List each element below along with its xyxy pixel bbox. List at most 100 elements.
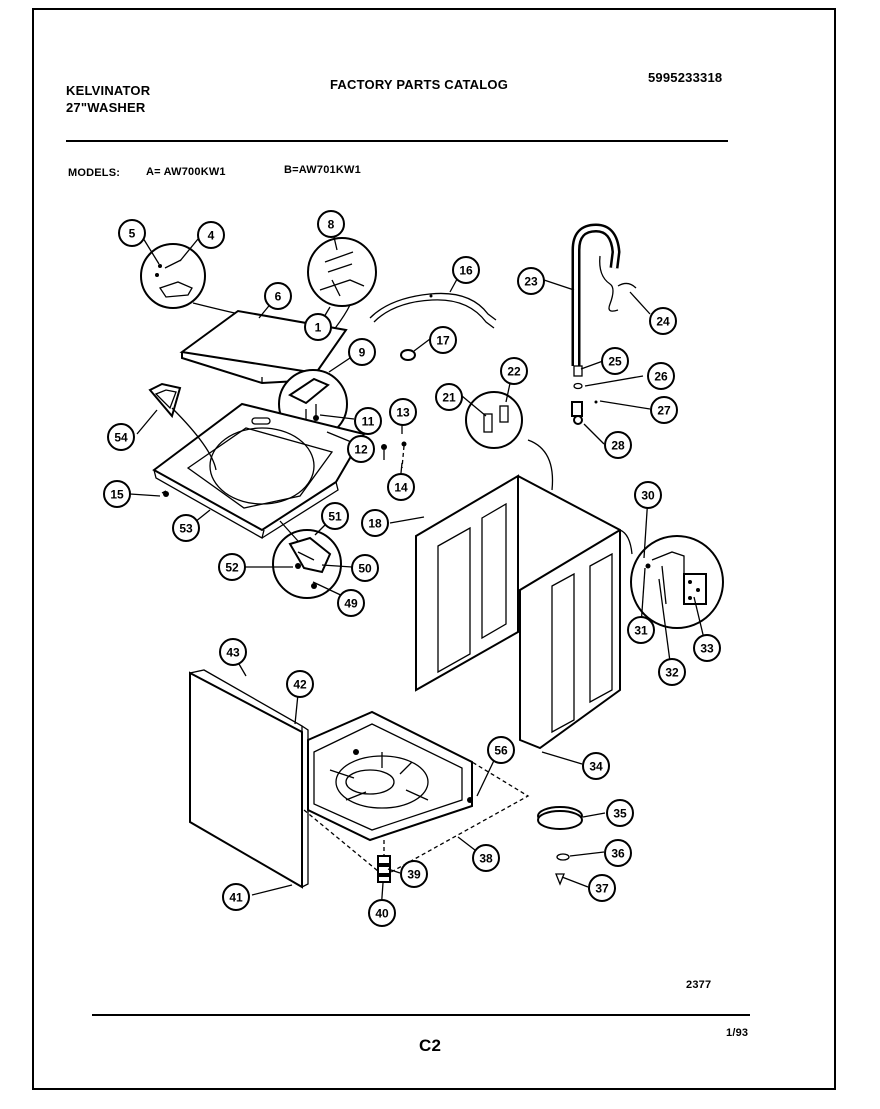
callout-label: 4 (208, 229, 215, 243)
base-frame (307, 710, 473, 842)
revision-date: 1/93 (726, 1027, 749, 1039)
callout-1: 1 (304, 313, 332, 341)
callout-label: 22 (507, 365, 521, 379)
callout-label: 51 (328, 510, 342, 524)
footer-rule (92, 1014, 750, 1016)
callout-label: 8 (328, 218, 335, 232)
callout-label: 34 (589, 760, 603, 774)
callout-41: 41 (222, 883, 250, 911)
callout-39: 39 (400, 860, 428, 888)
callout-label: 5 (129, 227, 136, 241)
callout-54: 54 (107, 423, 135, 451)
callout-35: 35 (606, 799, 634, 827)
callout-label: 33 (700, 642, 714, 656)
callout-label: 38 (479, 852, 493, 866)
drain-hose-23 (571, 223, 621, 366)
callout-label: 6 (275, 290, 282, 304)
callout-9: 9 (348, 338, 376, 366)
callout-40: 40 (368, 899, 396, 927)
callout-38: 38 (472, 844, 500, 872)
ring-35 (537, 806, 583, 830)
callout-37: 37 (588, 874, 616, 902)
washer-26 (573, 382, 583, 390)
callout-label: 27 (657, 404, 671, 418)
bracket-detail-circle (272, 529, 342, 599)
callout-label: 49 (344, 597, 358, 611)
callout-50: 50 (351, 554, 379, 582)
callout-36: 36 (604, 839, 632, 867)
washer-36 (556, 853, 570, 861)
callout-6: 6 (264, 282, 292, 310)
callout-label: 41 (229, 891, 243, 905)
callout-52: 52 (218, 553, 246, 581)
callout-label: 35 (613, 807, 627, 821)
cabinet-top (152, 402, 366, 539)
callout-16: 16 (452, 256, 480, 284)
motor-detail-circle (630, 535, 724, 629)
callout-label: 36 (611, 847, 625, 861)
product-name: 27"WASHER (66, 100, 146, 115)
callout-33: 33 (693, 634, 721, 662)
callout-22: 22 (500, 357, 528, 385)
callout-label: 1 (315, 321, 322, 335)
callout-label: 24 (656, 315, 670, 329)
callout-24: 24 (649, 307, 677, 335)
callout-49: 49 (337, 589, 365, 617)
callout-label: 23 (524, 275, 538, 289)
callout-label: 26 (654, 370, 668, 384)
callout-42: 42 (286, 670, 314, 698)
callout-34: 34 (582, 752, 610, 780)
cabinet-back-panel (415, 474, 519, 692)
page-border (32, 8, 836, 1090)
callouts: 1456891112131415161718212223242526272830… (103, 210, 721, 927)
callout-label: 16 (459, 264, 473, 278)
callout-27: 27 (650, 396, 678, 424)
callout-label: 18 (368, 517, 382, 531)
trim-ring-54 (148, 382, 217, 471)
callout-26: 26 (647, 362, 675, 390)
callout-label: 14 (394, 481, 408, 495)
drawing-number: 2377 (686, 979, 712, 991)
cabinet-side-panel (517, 475, 621, 750)
callout-5: 5 (118, 219, 146, 247)
callout-18: 18 (361, 509, 389, 537)
callout-28: 28 (604, 431, 632, 459)
header-rule (66, 140, 728, 142)
clamp-25 (573, 365, 583, 377)
callout-12: 12 (347, 435, 375, 463)
callout-13: 13 (389, 398, 417, 426)
callout-label: 17 (436, 334, 450, 348)
catalog-title: FACTORY PARTS CATALOG (330, 77, 509, 92)
page-code: C2 (419, 1036, 442, 1055)
callout-label: 28 (611, 439, 625, 453)
callout-label: 50 (358, 562, 372, 576)
callout-label: 42 (293, 678, 307, 692)
hose-16 (369, 292, 497, 329)
callout-53: 53 (172, 514, 200, 542)
callout-14: 14 (387, 473, 415, 501)
callout-label: 13 (396, 406, 410, 420)
callout-label: 54 (114, 431, 128, 445)
callout-label: 12 (354, 443, 368, 457)
wire-24 (599, 255, 637, 312)
callout-label: 9 (359, 346, 366, 360)
callout-25: 25 (601, 347, 629, 375)
screw-37 (555, 873, 565, 886)
callout-17: 17 (429, 326, 457, 354)
lid-detail-circle (140, 243, 206, 309)
callout-23: 23 (517, 267, 545, 295)
brand-name: KELVINATOR (66, 83, 151, 98)
callout-11: 11 (354, 407, 382, 435)
callout-label: 21 (442, 391, 456, 405)
callout-label: 11 (362, 415, 375, 429)
leveling-leg-39 (377, 855, 391, 883)
callout-8: 8 (317, 210, 345, 238)
model-b: B=AW701KW1 (284, 164, 361, 176)
hinge-detail-circle (307, 237, 377, 307)
catalog-number: 5995233318 (648, 70, 723, 85)
callout-43: 43 (219, 638, 247, 666)
base-outline-dashed (303, 761, 530, 877)
callout-label: 30 (641, 489, 655, 503)
callout-label: 31 (634, 624, 648, 638)
